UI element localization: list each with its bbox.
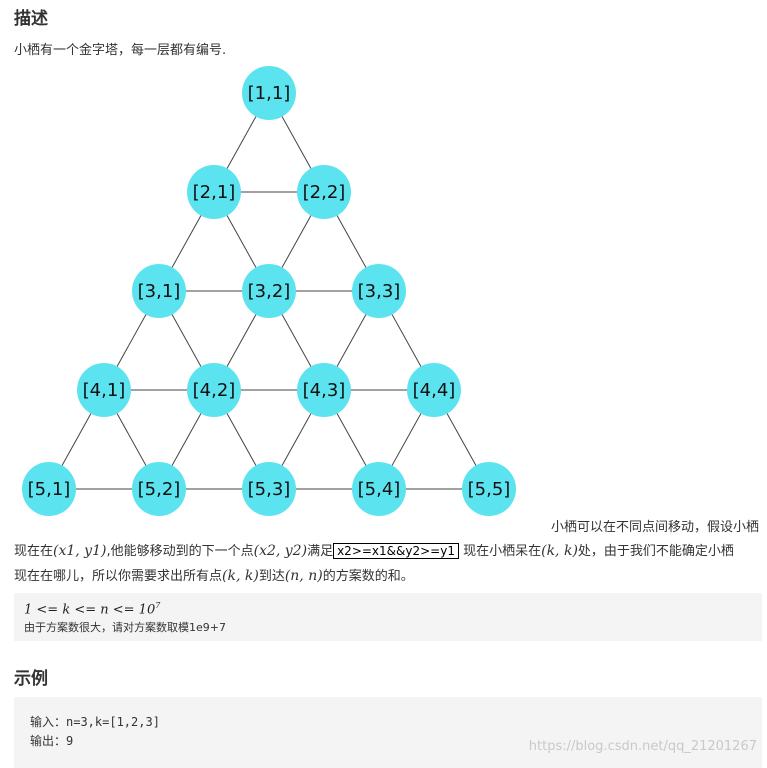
- pyramid-node-label: [3,1]: [138, 281, 181, 302]
- pyramid-node-label: [2,1]: [193, 182, 236, 203]
- pyramid-node-label: [5,5]: [468, 479, 511, 500]
- pyramid-node: [5,1]: [22, 462, 76, 516]
- pyramid-node-circle: [187, 165, 241, 219]
- pyramid-node: [5,3]: [242, 462, 296, 516]
- pyramid-node-label: [5,2]: [138, 479, 181, 500]
- line3-text-1: 现在在哪儿，所以你需要求出所有点: [14, 569, 223, 584]
- pyramid-node-label: [3,2]: [248, 281, 291, 302]
- constraint-formula-exp: 7: [155, 601, 161, 610]
- math-kk-2: (k, k): [222, 568, 259, 584]
- pyramid-node-circle: [242, 462, 296, 516]
- line2-text-5: 处，由于我们不能确定小栖: [577, 544, 734, 559]
- pyramid-node-circle: [352, 264, 406, 318]
- pyramid-diagram: [1,1] [2,1] [2,2] [3,1] [3,2] [3,3] [4,1] [4,2]…: [22, 66, 516, 516]
- pyramid-node: [4,2]: [187, 363, 241, 417]
- condition-box: x2>=x1&&y2>=y1: [333, 543, 459, 559]
- pyramid-node-label: [4,3]: [303, 380, 346, 401]
- pyramid-node-circle: [132, 264, 186, 318]
- watermark: https://blog.csdn.net/qq_21201267: [528, 739, 757, 754]
- line2-text-4: 现在小栖呆在: [458, 544, 542, 559]
- pyramid-node-circle: [22, 462, 76, 516]
- pyramid-node-circle: [407, 363, 461, 417]
- example-box: 输入：n=3,k=[1,2,3] 输出：9: [14, 697, 762, 768]
- pyramid-node-label: [1,1]: [248, 83, 291, 104]
- pyramid-node: [1,1]: [242, 66, 296, 120]
- pyramid-node: [4,3]: [297, 363, 351, 417]
- pyramid-node: [2,2]: [297, 165, 351, 219]
- pyramid-node-label: [4,4]: [413, 380, 456, 401]
- pyramid-node-circle: [297, 165, 351, 219]
- pyramid-node-label: [5,1]: [28, 479, 71, 500]
- example-heading: 示例: [14, 669, 48, 689]
- constraint-formula-base: 1 <= k <= n <= 10: [24, 602, 156, 618]
- math-x2y2: (x2, y2): [253, 543, 308, 559]
- math-x1y1: (x1, y1): [53, 543, 107, 559]
- constraints-box: 1 <= k <= n <= 107 由于方案数很大，请对方案数取模1e9+7: [14, 593, 762, 641]
- problem-line-1: 小栖可以在不同点间移动，假设小栖: [550, 520, 759, 535]
- pyramid-node: [2,1]: [187, 165, 241, 219]
- pyramid-node-circle: [187, 363, 241, 417]
- pyramid-node: [5,4]: [352, 462, 406, 516]
- pyramid-node: [3,3]: [352, 264, 406, 318]
- example-input: 输入：n=3,k=[1,2,3]: [30, 715, 160, 729]
- problem-line-3: 现在在哪儿，所以你需要求出所有点(k, k)到达(n, n)的方案数的和。: [14, 565, 762, 584]
- line2-text-1: 现在在: [14, 544, 54, 559]
- pyramid-node: [3,2]: [242, 264, 296, 318]
- description-heading: 描述: [14, 9, 48, 29]
- math-nn: (n, n): [284, 568, 323, 584]
- pyramid-node-label: [5,4]: [358, 479, 401, 500]
- pyramid-node-circle: [242, 66, 296, 120]
- pyramid-node-circle: [132, 462, 186, 516]
- pyramid-node-label: [4,1]: [83, 380, 126, 401]
- pyramid-node: [5,2]: [132, 462, 186, 516]
- example-output: 输出：9: [30, 734, 74, 748]
- line2-text-2: ,他能够移动到的下一个点: [106, 544, 254, 559]
- line3-text-3: 的方案数的和。: [322, 569, 414, 584]
- intro-text: 小栖有一个金字塔，每一层都有编号.: [14, 43, 227, 58]
- pyramid-node: [4,4]: [407, 363, 461, 417]
- pyramid-node-label: [5,3]: [248, 479, 291, 500]
- line2-text-3: 满足: [307, 544, 334, 559]
- line3-text-2: 到达: [258, 569, 285, 584]
- constraint-formula: 1 <= k <= n <= 107: [24, 601, 160, 617]
- pyramid-node-label: [2,2]: [303, 182, 346, 203]
- pyramid-node: [3,1]: [132, 264, 186, 318]
- pyramid-node-circle: [352, 462, 406, 516]
- pyramid-node-circle: [462, 462, 516, 516]
- pyramid-node-circle: [297, 363, 351, 417]
- constraint-note: 由于方案数很大，请对方案数取模1e9+7: [24, 621, 226, 634]
- pyramid-node: [4,1]: [77, 363, 131, 417]
- math-kk: (k, k): [541, 543, 578, 559]
- pyramid-node-circle: [77, 363, 131, 417]
- pyramid-node-circle: [242, 264, 296, 318]
- pyramid-node-label: [4,2]: [193, 380, 236, 401]
- pyramid-node-label: [3,3]: [358, 281, 401, 302]
- pyramid-node: [5,5]: [462, 462, 516, 516]
